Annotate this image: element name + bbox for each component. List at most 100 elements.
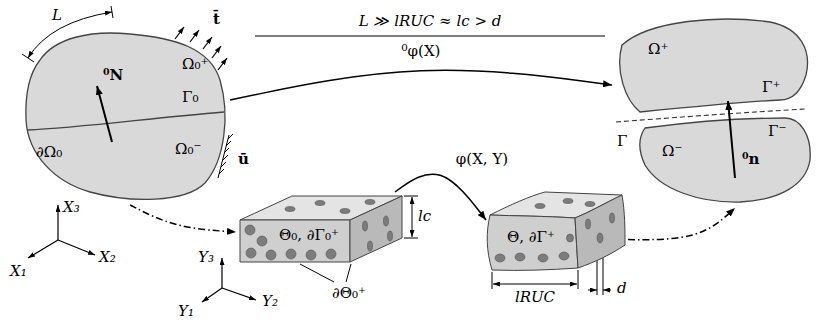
body-domain — [26, 33, 225, 199]
displacement-label: ū — [238, 150, 249, 168]
extension-line — [404, 238, 418, 239]
interface-label: Γ⁺ — [762, 78, 780, 96]
fibre — [285, 207, 295, 212]
region-label: Θ₀, ∂Γ₀⁺ — [277, 226, 341, 244]
fibre — [384, 216, 389, 226]
fibre — [286, 249, 296, 259]
hatch-stroke — [226, 141, 231, 146]
deformed-unit-cell: Θ, ∂Γ⁺ — [486, 188, 628, 274]
fibre — [363, 221, 368, 231]
hatch-stroke — [223, 155, 228, 160]
normal-vector — [97, 86, 112, 142]
axis-line — [28, 240, 58, 258]
leader-lines — [300, 264, 351, 282]
global-axes — [28, 205, 95, 258]
boundary-label: ∂Ω₀ — [36, 143, 62, 161]
leader-line — [346, 264, 351, 282]
deformed-body: Ω⁺ Ω⁻ — [612, 12, 818, 208]
region-label: Ω₀⁺ — [182, 55, 208, 73]
dimension-label: d — [617, 279, 627, 297]
fibre — [266, 250, 276, 260]
mapping-label: ⁰φ(X) — [400, 42, 443, 60]
fibre — [326, 249, 336, 259]
interface-label: Γ⁻ — [768, 122, 786, 140]
fibre — [538, 254, 548, 262]
fibre — [257, 236, 267, 246]
hatch-stroke — [224, 148, 229, 153]
fibre — [586, 219, 591, 229]
interface-label: Γ — [617, 132, 627, 150]
fibre — [559, 252, 569, 260]
cell-front-face — [240, 220, 350, 262]
interface-label: Γ₀ — [182, 88, 198, 106]
axis-line — [221, 258, 222, 288]
traction-arrow — [218, 58, 227, 70]
traction-arrow — [212, 46, 221, 58]
lower-domain — [640, 118, 810, 202]
cell-side-face — [350, 196, 402, 262]
axis-label: Y₁ — [178, 302, 194, 320]
axis-label: X₂ — [99, 248, 116, 266]
fibre — [585, 202, 595, 207]
region-label: Ω⁺ — [648, 40, 668, 58]
extension-line — [492, 272, 493, 289]
dimension-label: lc — [418, 207, 431, 225]
axis-line — [58, 240, 95, 255]
fibre — [535, 204, 545, 209]
traction-label: t̄ — [213, 10, 220, 28]
axis-label: Y₃ — [198, 248, 214, 266]
normal-label: ⁰n — [742, 150, 759, 168]
axis-label: Y₂ — [262, 292, 278, 310]
mid-interface — [616, 109, 806, 122]
traction-arrow — [203, 37, 212, 49]
thickness-dimension — [404, 196, 418, 238]
interface-curve — [27, 112, 224, 130]
extension-line — [404, 196, 418, 197]
fibre — [340, 209, 350, 214]
region-label: Ω₀⁻ — [175, 140, 201, 158]
fibre — [567, 234, 574, 242]
upper-domain — [620, 19, 808, 112]
fibre — [365, 200, 375, 205]
fibre — [306, 250, 316, 260]
leader-line — [300, 264, 334, 282]
hatch-stroke — [221, 162, 226, 167]
cell-side-face — [575, 195, 625, 268]
fibre — [515, 253, 525, 261]
region-label: Θ, ∂Γ⁺ — [505, 228, 557, 246]
axis-line — [222, 288, 256, 300]
region-label: Ω⁻ — [662, 142, 682, 160]
dimension-tick — [111, 6, 113, 18]
mapping-label: φ(X, Y) — [454, 150, 510, 168]
zoom-arrow — [130, 205, 236, 232]
axis-line — [202, 288, 222, 302]
reference-unit-cell: Θ₀, ∂Γ₀⁺ — [236, 192, 406, 266]
normal-vector — [728, 101, 735, 178]
length-label: L — [52, 6, 62, 24]
fibre — [245, 225, 255, 235]
fibre — [368, 241, 373, 251]
traction-arrow — [175, 27, 184, 39]
fibre — [495, 254, 505, 262]
axis-label: X₃ — [63, 198, 80, 216]
axis-label: X₁ — [10, 262, 27, 280]
fraction-bar — [255, 36, 605, 37]
fibre — [610, 213, 615, 223]
micro-mapping-arrow — [395, 174, 486, 220]
cell-front-face — [487, 215, 578, 270]
normal-label: ⁰N — [103, 66, 123, 84]
dimension-line — [588, 290, 597, 291]
hatch-stroke — [228, 134, 233, 139]
fibre — [246, 248, 256, 258]
macro-mapping-arrow — [230, 70, 612, 100]
traction-arrow — [190, 30, 199, 42]
node-outline — [20, 25, 230, 205]
zoom-arrow — [628, 208, 735, 240]
dimension-line — [412, 197, 413, 237]
scale-relation: L ≫ lRUC ≈ lc > d — [359, 12, 502, 30]
fibres — [245, 200, 393, 261]
boundary-label: ∂Θ₀⁺ — [332, 284, 366, 302]
node-outline — [612, 12, 818, 208]
dimension-label: lRUC — [515, 288, 555, 306]
fibre — [315, 201, 325, 206]
